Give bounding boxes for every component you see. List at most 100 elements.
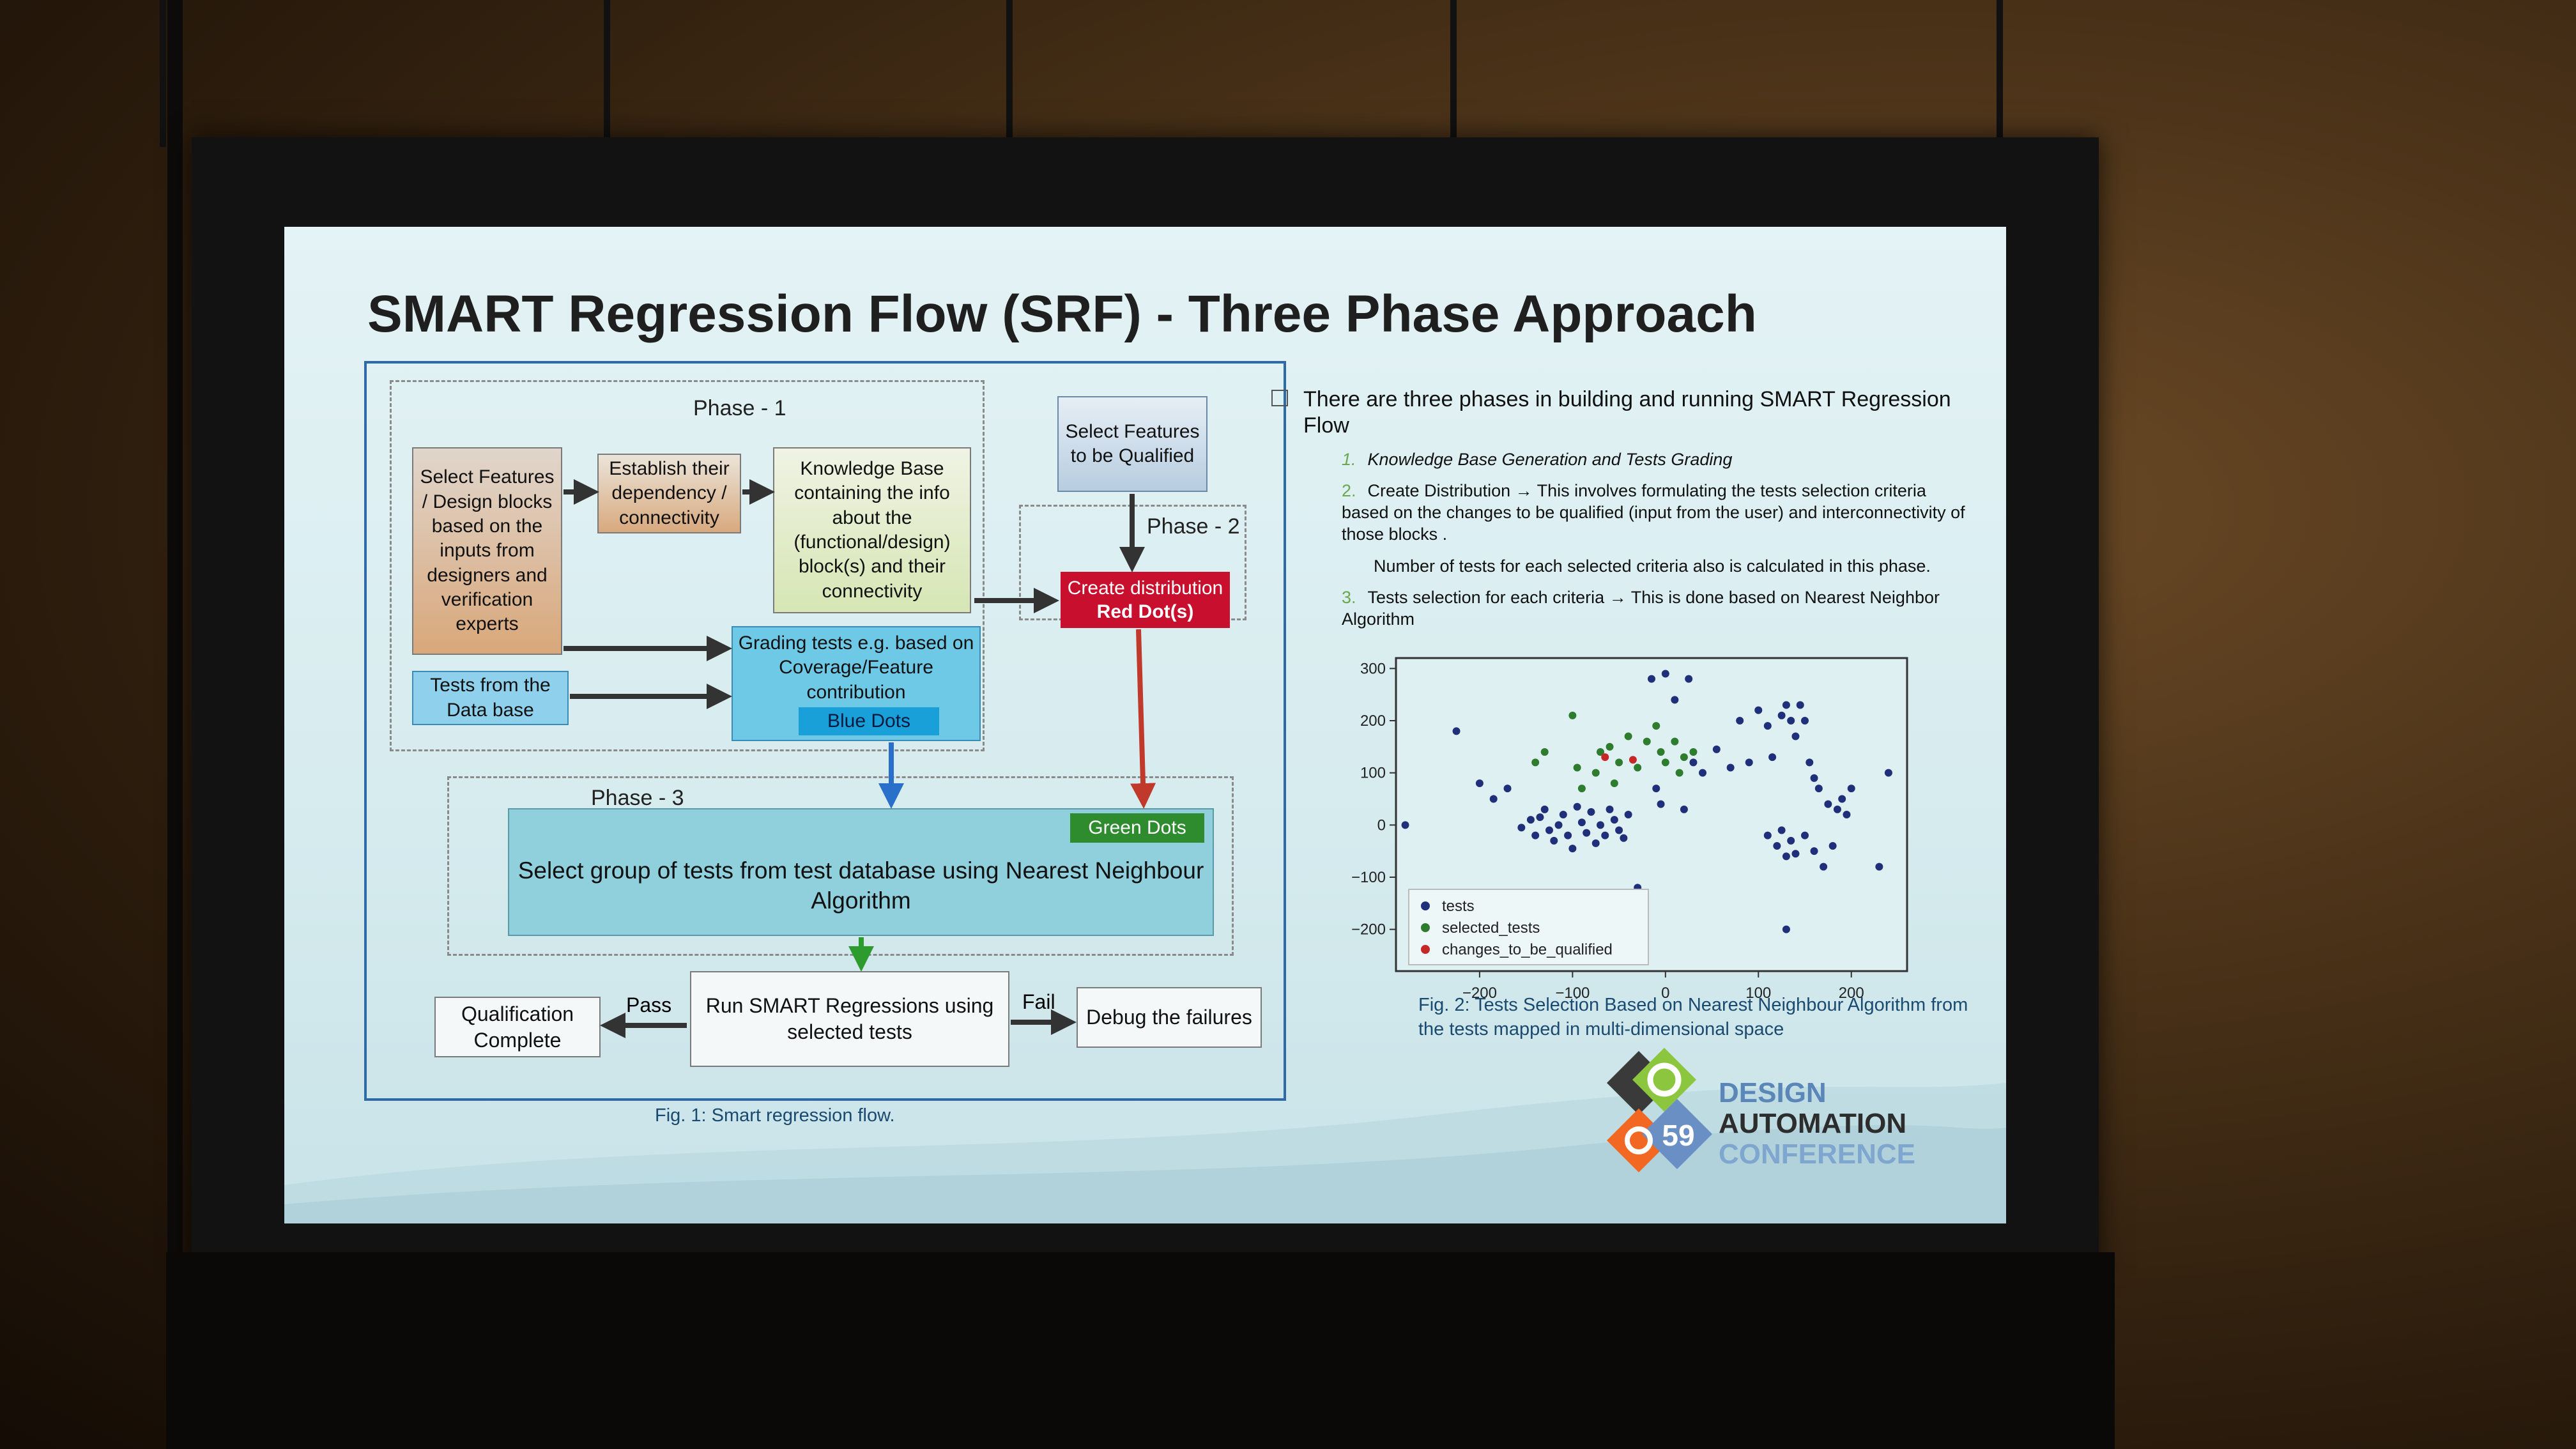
scatter-point-tests: [1573, 802, 1581, 811]
bullet-item-3: 3.Tests selection for each criteria → Th…: [1342, 588, 1940, 629]
scatter-point-selected_tests: [1671, 737, 1679, 746]
scatter-point-tests: [1796, 701, 1804, 709]
scatter-point-tests: [1824, 800, 1832, 808]
bullet-list: There are three phases in building and r…: [1303, 387, 1974, 631]
scatter-point-tests: [1712, 745, 1721, 753]
dac-line-design: DESIGN: [1719, 1077, 1827, 1108]
pass-label: Pass: [626, 993, 672, 1016]
scatter-point-tests: [1787, 836, 1795, 845]
scatter-point-selected_tests: [1610, 779, 1618, 787]
phase3-region: [447, 776, 1234, 956]
scatter-point-tests: [1591, 839, 1600, 847]
scatter-point-selected_tests: [1675, 769, 1683, 777]
scatter-point-selected_tests: [1577, 785, 1586, 793]
slide-title: SMART Regression Flow (SRF) - Three Phas…: [367, 285, 1757, 343]
slide-wave-decoration: [284, 1083, 2006, 1223]
x-tick-label: −100: [1555, 985, 1590, 1002]
scatter-point-tests: [1597, 821, 1604, 829]
fig2-caption: Fig. 2: Tests Selection Based on Nearest…: [1418, 995, 1968, 1039]
scatter-point-tests: [1833, 805, 1841, 813]
dac-number: 59: [1662, 1119, 1694, 1152]
scatter-point-tests: [1615, 826, 1623, 834]
scatter-point-selected_tests: [1540, 748, 1549, 756]
scatter-point-tests: [1601, 831, 1609, 839]
scatter-point-selected_tests: [1597, 748, 1604, 756]
scatter-point-selected_tests: [1615, 758, 1623, 767]
scatter-point-tests: [1550, 836, 1558, 845]
dac-logo-mark: 59 DESIGN AUTOMATION CONFERENCE: [1607, 1048, 1915, 1172]
green-dots-label: Green Dots: [1070, 813, 1204, 843]
scatter-point-tests: [1401, 821, 1409, 829]
scatter-point-selected_tests: [1606, 742, 1614, 751]
scatter-point-selected_tests: [1568, 711, 1577, 719]
flow-diagram-border: [364, 361, 1286, 1101]
scatter-point-tests: [1810, 774, 1818, 782]
tests-database-box: Tests from the Data base: [412, 671, 569, 725]
scatter-point-tests: [1536, 813, 1544, 822]
y-tick-label: −200: [1351, 921, 1386, 939]
phase3-label: Phase - 3: [591, 786, 684, 810]
scatter-point-tests: [1620, 834, 1628, 842]
scatter-point-tests: [1791, 732, 1800, 740]
scatter-point-changes_to_be_qualified: [1601, 753, 1609, 762]
legend-box: [1408, 889, 1649, 965]
scatter-point-tests: [1583, 829, 1591, 837]
scatter-point-tests: [1661, 670, 1669, 678]
scatter-point-tests: [1828, 842, 1837, 850]
qualification-complete-box: Qualification Complete: [434, 997, 601, 1057]
run-smart-box: Run SMART Regressions using selected tes…: [690, 971, 1009, 1067]
dac-line-automation: AUTOMATION: [1719, 1108, 1906, 1139]
scatter-point-tests: [1820, 862, 1828, 871]
dac-line-conference: CONFERENCE: [1719, 1138, 1915, 1170]
scatter-point-tests: [1671, 696, 1679, 704]
x-tick-label: −200: [1462, 985, 1497, 1002]
scatter-point-tests: [1768, 753, 1777, 762]
debug-failures-box: Debug the failures: [1077, 987, 1262, 1048]
create-distribution-text: Create distribution: [1067, 577, 1223, 599]
scatter-point-tests: [1782, 925, 1790, 933]
scatter-point-tests: [1545, 826, 1553, 834]
side-pole: [167, 0, 183, 1449]
scatter-point-tests: [1559, 811, 1567, 818]
scatter-point-tests: [1568, 845, 1577, 853]
legend-marker-tests: [1421, 901, 1430, 910]
scatter-point-tests: [1680, 805, 1688, 813]
red-dots-label: Red Dot(s): [1096, 601, 1194, 622]
y-tick-label: 200: [1360, 712, 1386, 730]
scatter-point-tests: [1763, 831, 1772, 839]
scatter-point-tests: [1875, 862, 1883, 871]
legend-label-selected_tests: selected_tests: [1442, 919, 1540, 937]
scatter-point-tests: [1801, 831, 1809, 839]
ceiling-cable: [160, 0, 166, 147]
y-tick-label: 100: [1360, 765, 1386, 782]
scatter-point-tests: [1843, 811, 1851, 818]
scatter-point-tests: [1791, 850, 1800, 858]
create-distribution-box: Create distribution Red Dot(s): [1061, 572, 1230, 628]
scatter-point-tests: [1814, 785, 1823, 793]
select-qualified-box: Select Features to be Qualified: [1057, 396, 1208, 492]
ceiling-cable: [1006, 0, 1013, 147]
blue-dots-label: Blue Dots: [799, 707, 939, 735]
legend-label-tests: tests: [1442, 898, 1475, 915]
scatter-point-tests: [1782, 852, 1790, 861]
scatter-point-selected_tests: [1689, 748, 1698, 756]
legend-marker-selected_tests: [1421, 923, 1430, 932]
scatter-point-tests: [1452, 727, 1460, 735]
scatter-point-tests: [1736, 717, 1744, 724]
y-tick-label: 300: [1360, 660, 1386, 677]
stage-shadow: [166, 1252, 2115, 1449]
scatter-point-tests: [1577, 818, 1586, 827]
scatter-point-tests: [1531, 831, 1540, 839]
bullet-intro: There are three phases in building and r…: [1303, 387, 1951, 438]
scatter-point-tests: [1884, 769, 1892, 777]
select-features-box: Select Features / Design blocks based on…: [412, 447, 562, 655]
fig1-caption: Fig. 1: Smart regression flow.: [655, 1105, 895, 1126]
scatter-point-tests: [1554, 821, 1563, 829]
scatter-point-tests: [1726, 763, 1735, 772]
scatter-point-selected_tests: [1531, 758, 1540, 767]
scatter-point-tests: [1810, 847, 1818, 855]
legend-label-changes_to_be_qualified: changes_to_be_qualified: [1442, 941, 1613, 958]
scatter-point-tests: [1475, 779, 1483, 787]
knowledge-base-box: Knowledge Base containing the info about…: [773, 447, 971, 613]
